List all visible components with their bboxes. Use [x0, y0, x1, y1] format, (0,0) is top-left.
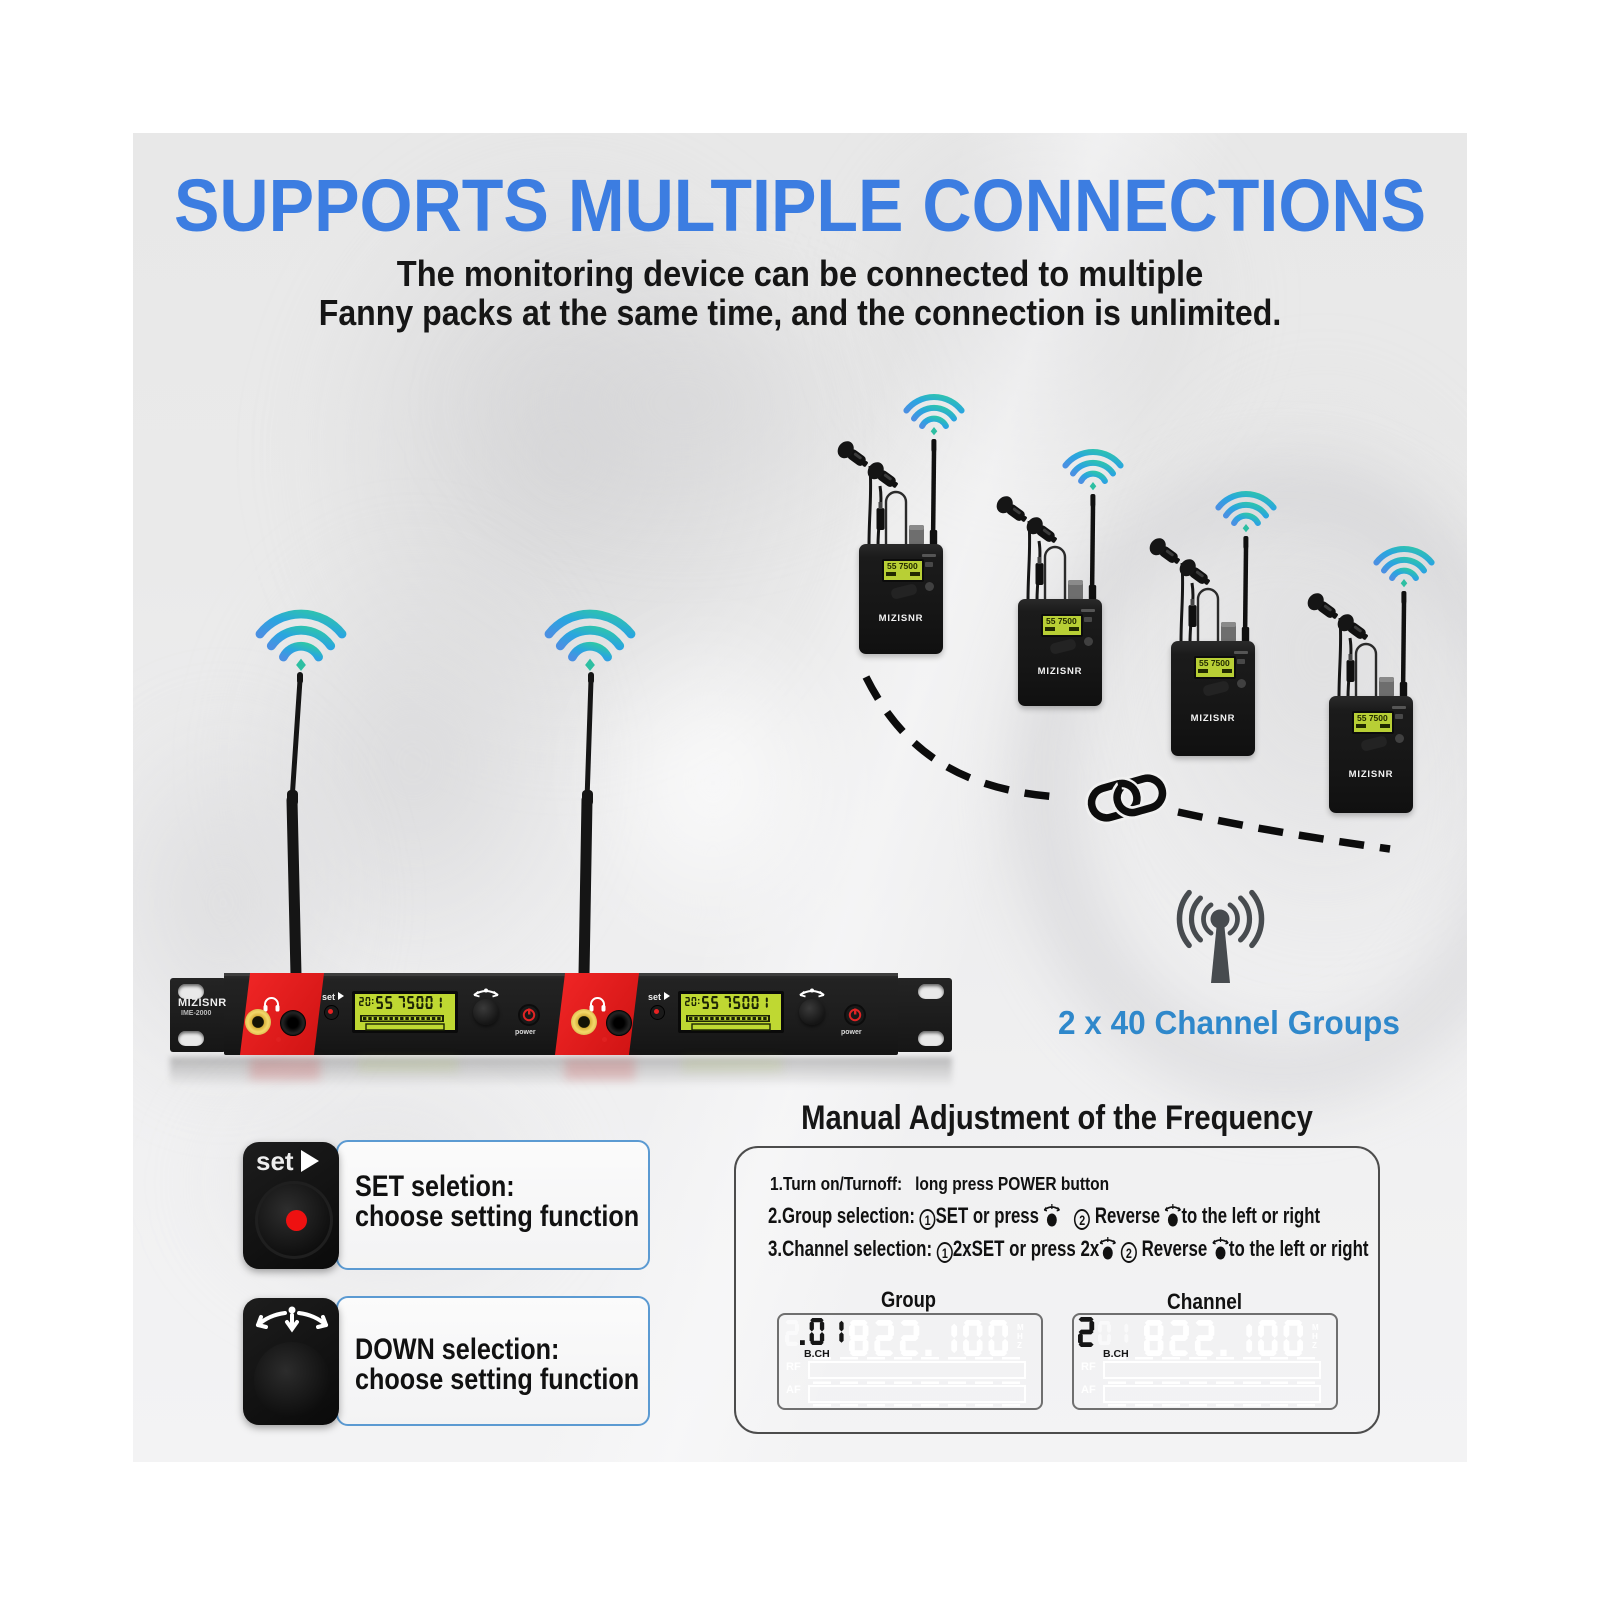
- svg-text:H: H: [1017, 1332, 1023, 1341]
- svg-text:RF: RF: [786, 1361, 801, 1373]
- svg-text:M: M: [1312, 1323, 1319, 1332]
- svg-text:RF: RF: [1081, 1361, 1096, 1373]
- svg-text:M: M: [1017, 1323, 1024, 1332]
- svg-text:H: H: [1312, 1332, 1318, 1341]
- svg-text:AF: AF: [1081, 1384, 1096, 1396]
- svg-text:Z: Z: [1312, 1341, 1317, 1350]
- svg-text:AF: AF: [786, 1384, 801, 1396]
- svg-text:Z: Z: [1017, 1341, 1022, 1350]
